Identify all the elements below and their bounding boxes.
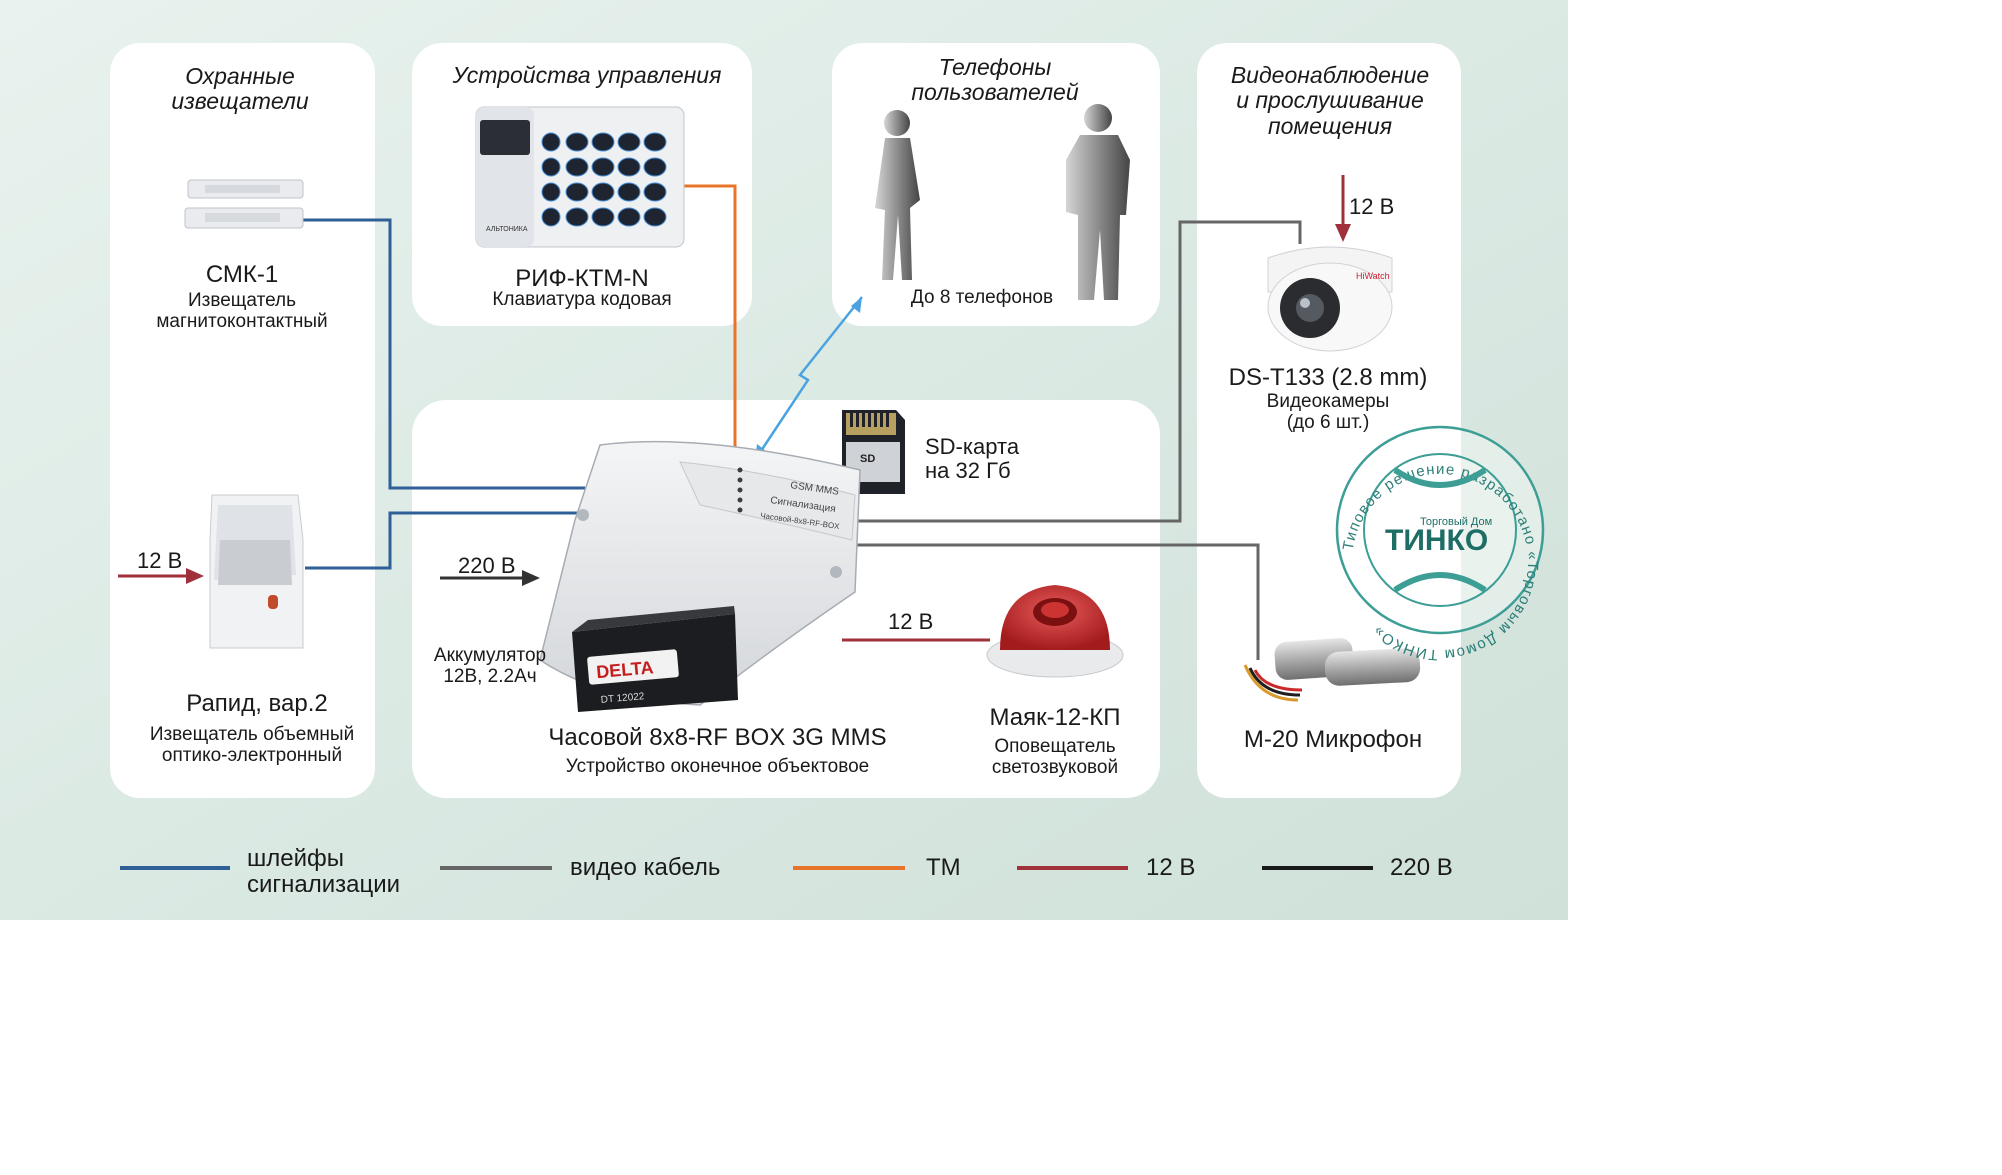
keypad-key [565, 157, 589, 177]
gsm-wireless-link [753, 296, 863, 461]
keypad-key [591, 132, 615, 152]
keypad-key [541, 157, 561, 177]
power-220-label: 220 В [458, 553, 516, 578]
keypad-key [591, 207, 615, 227]
diagram-canvas: GSM MMS Сигнализация Часовой-8х8-RF-BOX … [0, 0, 1568, 920]
camera-image [1267, 246, 1393, 352]
rapid-name: Рапид, вар.2 [186, 690, 328, 717]
rapid-power-label: 12 В [137, 548, 183, 573]
device-name: Часовой 8x8-RF BOX 3G MMS [548, 724, 887, 751]
keypad-key [541, 182, 561, 202]
keypad-key [591, 157, 615, 177]
keypad-key [541, 207, 561, 227]
stamp-small-text: Торговый Дом [1420, 516, 1492, 528]
keypad-key [643, 157, 667, 177]
rapid-device-image [209, 494, 304, 649]
diagram-graphics: GSM MMS Сигнализация Часовой-8х8-RF-BOX … [0, 0, 1568, 920]
keypad-key [643, 207, 667, 227]
legend-label-12v: 12 В [1146, 854, 1196, 881]
keypad-desc: Клавиатура кодовая [492, 289, 672, 310]
gsm-arrow-up [851, 297, 862, 313]
camera-power-label: 12 В [1349, 194, 1395, 219]
tm-line-keypad [682, 184, 737, 460]
keypad-keys [541, 132, 667, 227]
siren-image [986, 585, 1124, 678]
control-title: Устройства управления [452, 62, 722, 88]
keypad-brand: АЛЬТОНИКА [486, 226, 528, 233]
phones-note: До 8 телефонов [910, 287, 1054, 308]
legend-label-video: видео кабель [570, 854, 721, 881]
mic-name: М-20 Микрофон [1243, 726, 1423, 753]
sd-card-text: SD [860, 453, 876, 465]
keypad-image [475, 106, 685, 248]
keypad-key [617, 132, 641, 152]
keypad-key [591, 182, 615, 202]
smk-name: СМК-1 [205, 261, 279, 288]
keypad-key [643, 182, 667, 202]
keypad-key [617, 207, 641, 227]
person-woman-icon [875, 110, 920, 280]
battery-image: DELTA DT 12022 [572, 606, 738, 712]
keypad-name: РИФ-КТМ-N [515, 265, 649, 292]
panel-video [1197, 43, 1461, 798]
panel-detectors [110, 43, 375, 798]
legend-label-tm: ТМ [926, 854, 961, 881]
loop-line-rapid [305, 511, 585, 570]
power-arrowhead-rapid [186, 568, 204, 584]
device-desc: Устройство оконечное объектовое [565, 756, 870, 777]
microphone-image [1243, 638, 1421, 702]
keypad-key [541, 132, 561, 152]
legend-label-220v: 220 В [1390, 854, 1453, 881]
stamp-big-text: ТИНКО [1385, 524, 1488, 557]
camera-name: DS-T133 (2.8 mm) [1228, 364, 1428, 391]
camera-desc: Видеокамеры(до 6 шт.) [1266, 391, 1390, 433]
keypad-key [617, 182, 641, 202]
power-arrowhead-camera [1335, 224, 1351, 242]
keypad-key [643, 132, 667, 152]
keypad-key [617, 157, 641, 177]
battery-model-text: DT 12022 [600, 691, 645, 706]
siren-power-label: 12 В [888, 609, 934, 634]
loop-line-smk [302, 218, 585, 490]
video-cable-microphone [855, 543, 1260, 660]
siren-name: Маяк-12-КП [989, 704, 1121, 731]
camera-brand: HiWatch [1356, 271, 1390, 281]
smk-device-image [184, 179, 304, 229]
keypad-key [565, 132, 589, 152]
power-arrowhead-220 [522, 570, 540, 586]
keypad-key [565, 182, 589, 202]
battery-brand-text: DELTA [595, 657, 654, 682]
keypad-key [565, 207, 589, 227]
person-man-icon [1066, 104, 1130, 300]
video-cable-camera [855, 220, 1302, 523]
